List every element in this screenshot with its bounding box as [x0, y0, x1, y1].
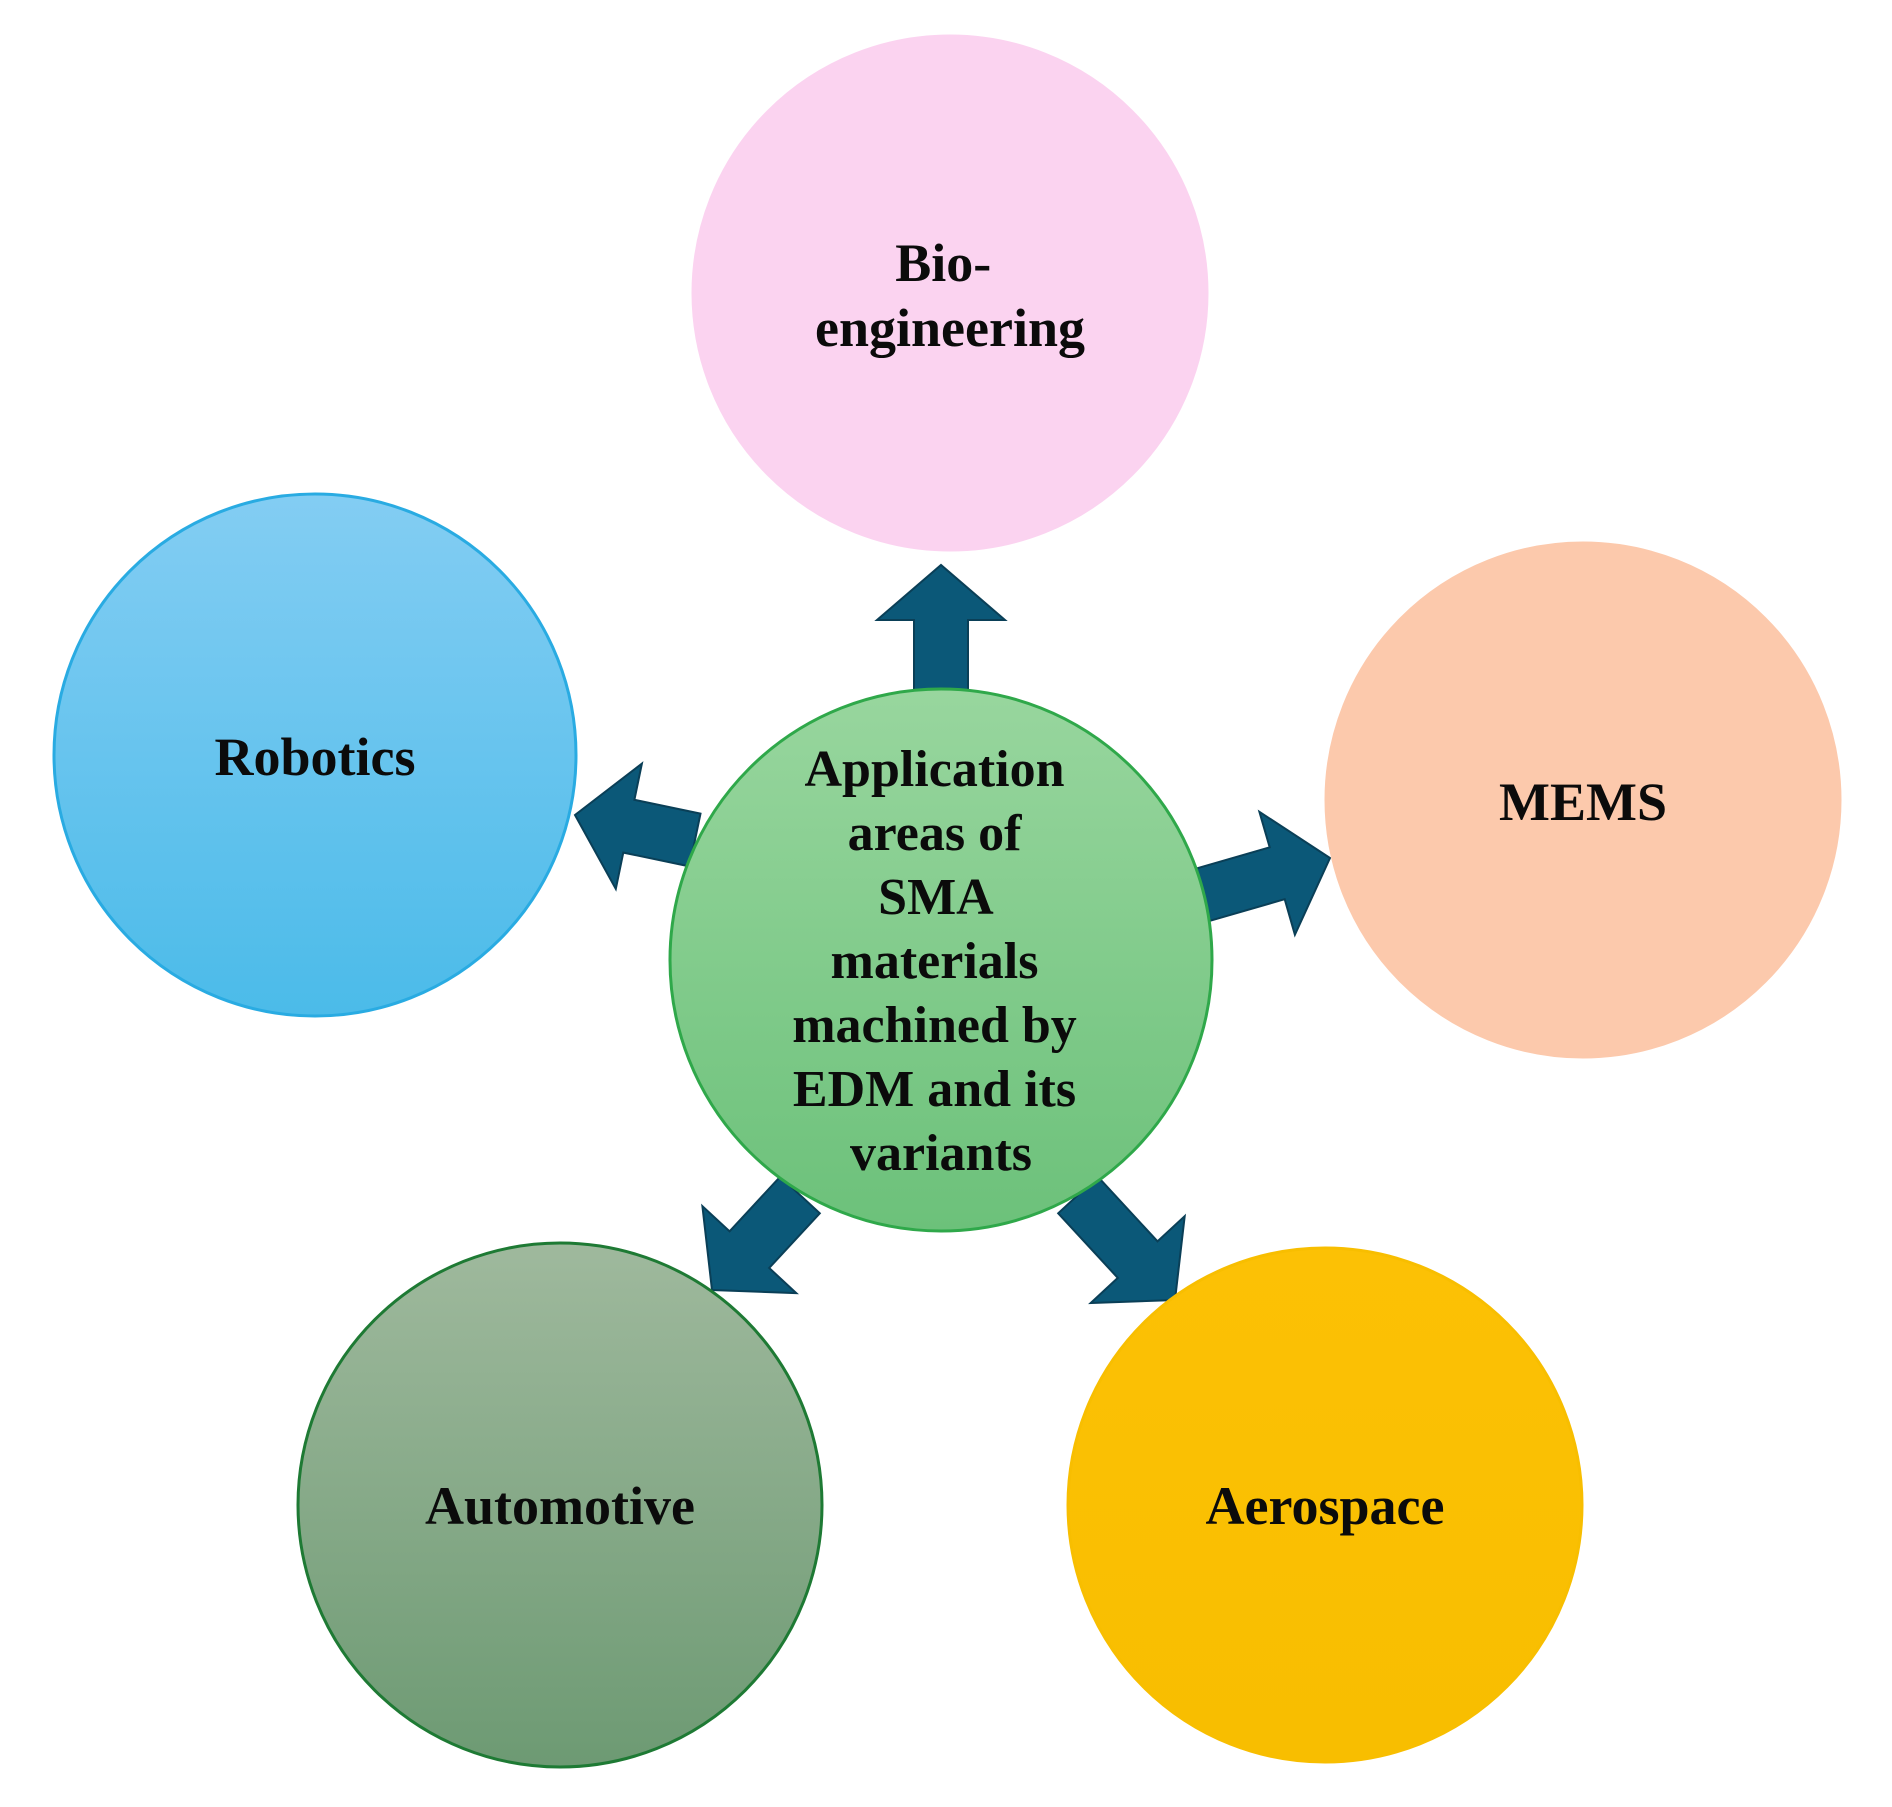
center-label: Application areas of SMA materials machi…	[792, 741, 1090, 1182]
arrow-to-aerospace	[1056, 1175, 1187, 1305]
arrow-to-robotics	[573, 761, 702, 892]
automotive-circle	[296, 1241, 824, 1769]
arrows-group	[573, 563, 1332, 1305]
robotics-label: Robotics	[215, 727, 416, 787]
node-aerospace: Aerospace	[1066, 1246, 1584, 1764]
aerospace-circle	[1066, 1246, 1584, 1764]
mems-label-line-1: MEMS	[1499, 772, 1667, 832]
bioengineering-label-line-1: Bio-	[895, 233, 991, 293]
mems-circle	[1324, 541, 1842, 1059]
center-label-line-2: areas of	[848, 805, 1022, 862]
arrow-to-bioengineering	[874, 563, 1008, 691]
robotics-circle	[52, 492, 578, 1018]
bioengineering-circle	[691, 34, 1209, 552]
center-label-line-5: machined by	[792, 997, 1077, 1054]
center-label-line-3: SMA	[878, 869, 994, 926]
arrow-to-mems	[1193, 809, 1332, 938]
center-circle	[668, 687, 1214, 1233]
automotive-label-line-1: Automotive	[425, 1476, 695, 1536]
automotive-label: Automotive	[425, 1476, 695, 1536]
bioengineering-label: Bio- engineering	[815, 233, 1085, 358]
center-label-line-6: EDM and its	[793, 1061, 1076, 1118]
node-automotive: Automotive	[296, 1241, 824, 1769]
node-mems: MEMS	[1324, 541, 1842, 1059]
center-label-line-4: materials	[831, 933, 1039, 990]
center-label-line-7: variants	[850, 1125, 1032, 1182]
center-label-line-1: Application	[804, 741, 1064, 798]
bioengineering-label-line-2: engineering	[815, 298, 1085, 358]
robotics-label-line-1: Robotics	[215, 727, 416, 787]
mems-label: MEMS	[1499, 772, 1667, 832]
aerospace-label: Aerospace	[1206, 1476, 1445, 1536]
node-center: Application areas of SMA materials machi…	[668, 687, 1214, 1233]
arrow-to-automotive	[701, 1175, 822, 1295]
aerospace-label-line-1: Aerospace	[1206, 1476, 1445, 1536]
node-robotics: Robotics	[52, 492, 578, 1018]
node-bioengineering: Bio- engineering	[691, 34, 1209, 552]
